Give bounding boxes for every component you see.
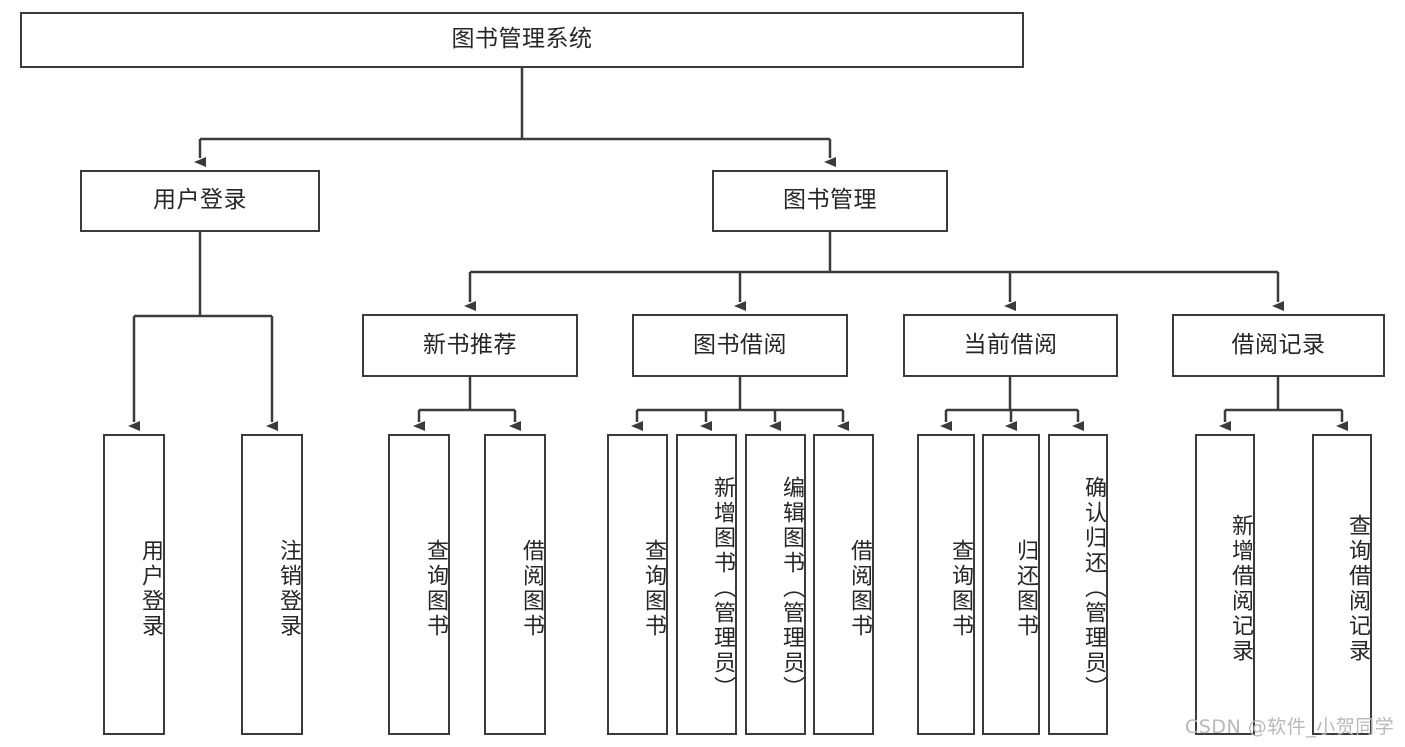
leaf-confirm-return-admin[interactable]: 确认归还（管理员） — [1048, 434, 1108, 735]
leaf-label: 新增图书（管理员） — [710, 476, 735, 701]
leaf-label: 用户登录 — [138, 538, 163, 639]
leaf-query-book-newbook[interactable]: 查询图书 — [388, 434, 450, 735]
leaf-label: 查询借阅记录 — [1345, 513, 1370, 664]
leaf-return-book[interactable]: 归还图书 — [982, 434, 1040, 735]
leaf-query-borrow-record[interactable]: 查询借阅记录 — [1312, 434, 1372, 735]
leaf-query-book-current[interactable]: 查询图书 — [917, 434, 975, 735]
leaf-label: 注销登录 — [276, 538, 301, 639]
leaf-label: 确认归还（管理员） — [1081, 476, 1106, 701]
leaf-label: 查询图书 — [641, 538, 666, 639]
leaf-user-login[interactable]: 用户登录 — [103, 434, 165, 735]
leaf-label: 新增借阅记录 — [1228, 513, 1253, 664]
node-borrow-record[interactable]: 借阅记录 — [1172, 314, 1385, 377]
leaf-edit-book-admin[interactable]: 编辑图书（管理员） — [745, 434, 806, 735]
leaf-add-book-admin[interactable]: 新增图书（管理员） — [676, 434, 737, 735]
leaf-label: 归还图书 — [1013, 538, 1038, 639]
node-book-borrow[interactable]: 图书借阅 — [632, 314, 848, 377]
leaf-label: 编辑图书（管理员） — [779, 476, 804, 701]
node-new-book-recommend[interactable]: 新书推荐 — [362, 314, 578, 377]
leaf-logout[interactable]: 注销登录 — [241, 434, 303, 735]
leaf-borrow-book[interactable]: 借阅图书 — [813, 434, 874, 735]
node-current-borrow[interactable]: 当前借阅 — [903, 314, 1118, 377]
watermark: CSDN @软件_小贺同学 — [1185, 716, 1395, 738]
leaf-label: 借阅图书 — [519, 538, 544, 639]
leaf-add-borrow-record[interactable]: 新增借阅记录 — [1195, 434, 1255, 735]
leaf-borrow-book-newbook[interactable]: 借阅图书 — [484, 434, 546, 735]
leaf-label: 查询图书 — [948, 538, 973, 639]
node-root[interactable]: 图书管理系统 — [20, 12, 1024, 68]
leaf-label: 查询图书 — [423, 538, 448, 639]
node-user-login[interactable]: 用户登录 — [80, 170, 320, 232]
node-book-manage[interactable]: 图书管理 — [712, 170, 948, 232]
leaf-label: 借阅图书 — [847, 538, 872, 639]
leaf-query-book-borrow[interactable]: 查询图书 — [607, 434, 668, 735]
